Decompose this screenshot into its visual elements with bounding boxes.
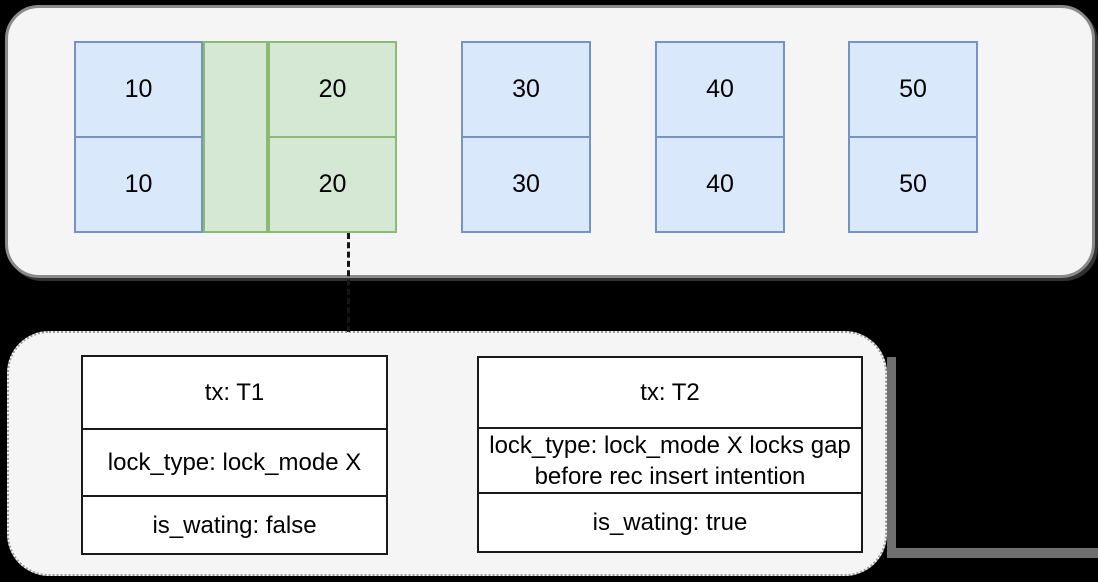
record-cell: 50 <box>850 136 976 231</box>
lock-type-field: lock_type: lock_mode X locks gap before … <box>479 427 861 492</box>
record-block-10: 10 10 <box>74 41 203 233</box>
record-cell: 10 <box>76 136 201 231</box>
lock-type-field: lock_type: lock_mode X <box>83 428 386 495</box>
record-block-40: 40 40 <box>655 41 785 233</box>
record-cell: 50 <box>899 75 927 103</box>
shadow-artifact-horizontal <box>887 548 1098 558</box>
record-block-50: 50 50 <box>848 41 978 233</box>
record-cell: 20 <box>270 136 395 231</box>
record-cell: 30 <box>512 75 540 103</box>
record-block-30: 30 30 <box>461 41 591 233</box>
shadow-artifact-vertical <box>887 357 896 551</box>
record-cell: 40 <box>706 75 734 103</box>
dashed-connector-line <box>347 233 350 332</box>
lock-tx-field: tx: T1 <box>204 379 265 406</box>
record-cell: 20 <box>318 75 347 103</box>
record-cell: 30 <box>463 136 589 231</box>
locks-panel: tx: T1 lock_type: lock_mode X is_wating:… <box>7 331 887 576</box>
gap-before-20-strip <box>203 41 268 233</box>
record-block-20-locked: 20 20 <box>268 41 397 233</box>
lock-struct-t2: tx: T2 lock_type: lock_mode X locks gap … <box>477 356 863 553</box>
lock-tx-field: tx: T2 <box>640 379 700 406</box>
lock-waiting-field: is_wating: true <box>479 492 861 551</box>
records-panel: 10 10 20 20 30 30 40 40 50 50 <box>5 5 1095 278</box>
lock-waiting-field: is_wating: false <box>83 495 386 553</box>
lock-struct-t1: tx: T1 lock_type: lock_mode X is_wating:… <box>81 355 388 555</box>
record-cell: 40 <box>657 136 783 231</box>
record-cell: 10 <box>124 75 153 103</box>
